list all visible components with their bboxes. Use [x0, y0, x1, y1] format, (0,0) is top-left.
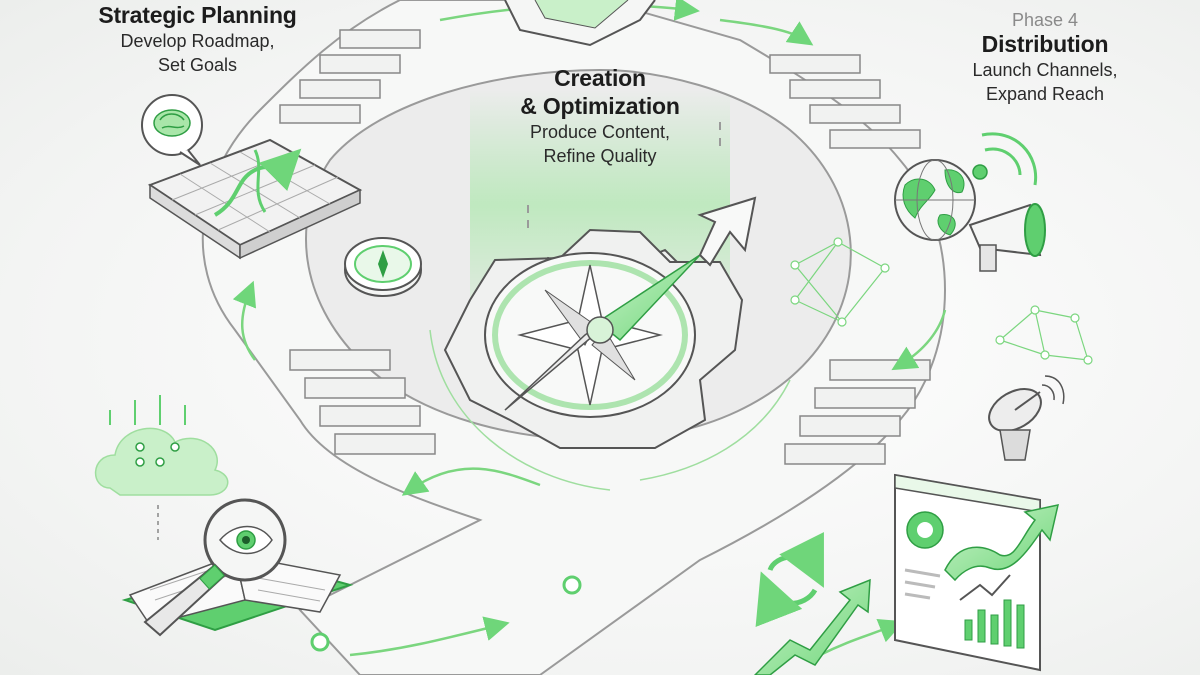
- phase-number: Phase 4: [935, 10, 1155, 31]
- phase-title-line2: & Optimization: [455, 92, 745, 120]
- phase-desc-line2: Set Goals: [70, 53, 325, 77]
- globe-icon: [895, 160, 975, 240]
- phase-desc-line1: Develop Roadmap,: [70, 29, 325, 53]
- brain-icon: [142, 95, 202, 165]
- phase-title: Strategic Planning: [70, 2, 325, 29]
- phase-desc-line2: Refine Quality: [455, 144, 745, 168]
- refresh-icon: [768, 557, 815, 604]
- phase-title-line1: Creation: [455, 64, 745, 92]
- compass-icon: [345, 238, 421, 296]
- phase-desc-line1: Launch Channels,: [935, 58, 1155, 82]
- phase-strategic-planning: Strategic Planning Develop Roadmap, Set …: [70, 2, 325, 77]
- phase-title: Distribution: [935, 31, 1155, 58]
- phase-desc-line1: Produce Content,: [455, 120, 745, 144]
- dashboard-icon: [895, 475, 1040, 670]
- phase-creation-optimization: Creation & Optimization Produce Content,…: [455, 64, 745, 168]
- satellite-dish-icon: [982, 376, 1064, 460]
- megaphone-icon: [970, 134, 1045, 271]
- phase-desc-line2: Expand Reach: [935, 82, 1155, 106]
- phase-distribution: Phase 4 Distribution Launch Channels, Ex…: [935, 10, 1155, 106]
- cloud-icon: [96, 395, 228, 540]
